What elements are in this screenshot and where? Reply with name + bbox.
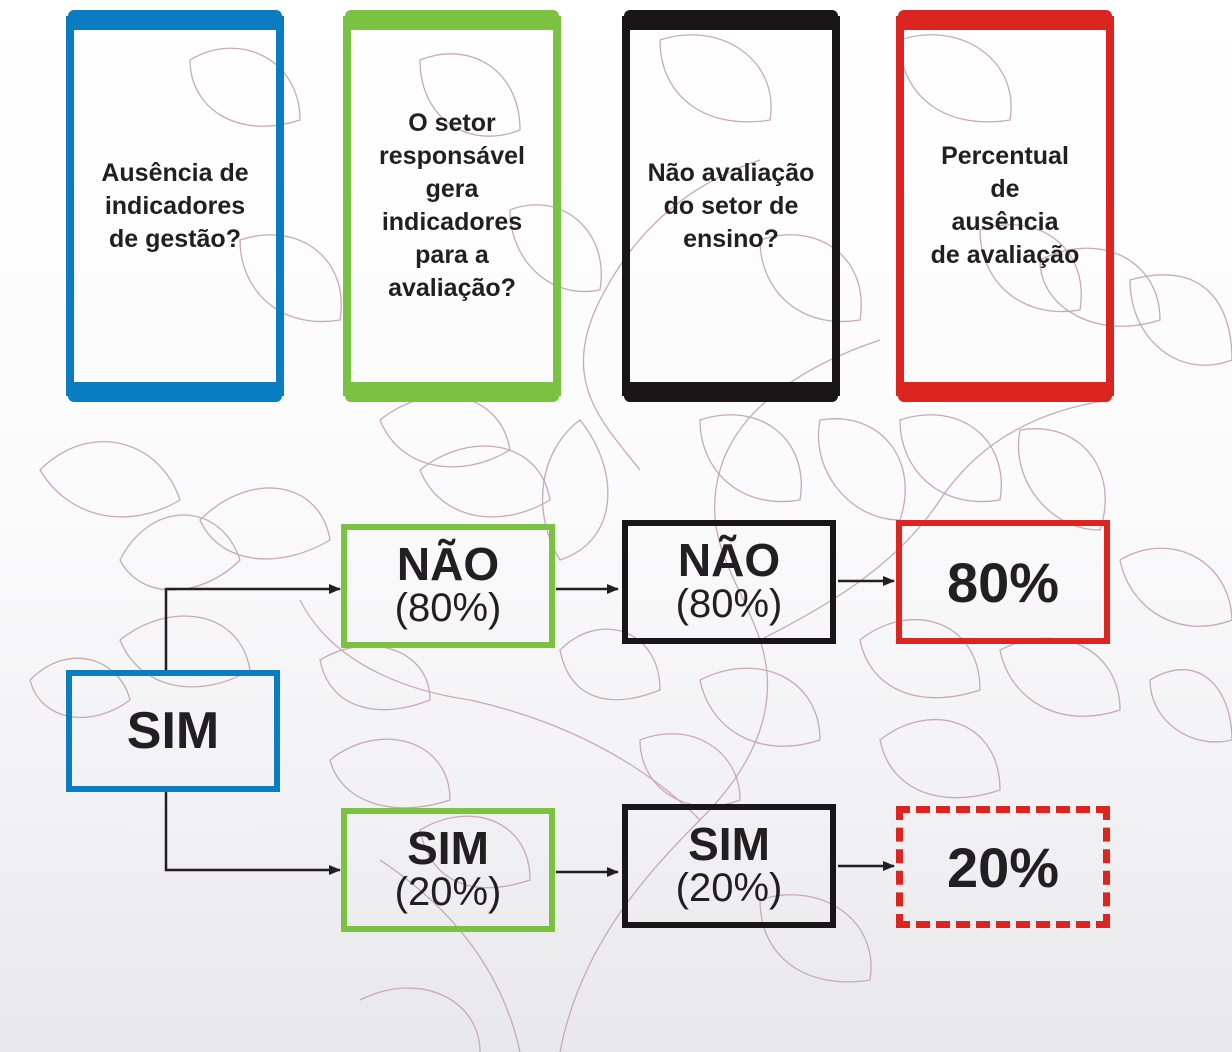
header-ausencia-indicadores: Ausência de indicadores de gestão? <box>66 10 284 402</box>
header-ausencia-indicadores-text: Ausência de indicadores de gestão? <box>101 158 249 253</box>
header-nao-avaliacao-ensino-text: Não avaliação do setor de ensino? <box>647 158 815 253</box>
header-percentual-ausencia: Percentual de ausência de avaliação <box>896 10 1114 402</box>
node-setor-sim: SIM (20%) <box>341 808 555 932</box>
node-ensino-nao-pct: (80%) <box>675 582 783 626</box>
node-ensino-sim-label: SIM <box>688 818 770 870</box>
result-20-percent-text: 20% <box>946 835 1060 899</box>
root-node-label: SIM <box>126 702 220 760</box>
root-node-sim: SIM <box>66 670 280 792</box>
node-setor-sim-pct: (20%) <box>394 870 502 914</box>
node-setor-nao-pct: (80%) <box>394 586 502 630</box>
result-20-percent: 20% <box>896 806 1110 928</box>
connector-root-to-top <box>164 584 341 670</box>
node-ensino-sim: SIM (20%) <box>622 804 836 928</box>
node-ensino-nao-label: NÃO <box>677 534 781 586</box>
header-nao-avaliacao-ensino: Não avaliação do setor de ensino? <box>622 10 840 402</box>
node-setor-sim-label: SIM <box>407 822 489 874</box>
result-80-percent-text: 80% <box>946 550 1060 614</box>
connector-root-to-bottom <box>164 790 341 875</box>
header-setor-gera-indicadores: O setor responsável gera indicadores par… <box>343 10 561 402</box>
node-ensino-sim-pct: (20%) <box>675 866 783 910</box>
header-percentual-ausencia-text: Percentual de ausência de avaliação <box>930 142 1080 269</box>
node-setor-nao: NÃO (80%) <box>341 524 555 648</box>
node-setor-nao-label: NÃO <box>396 538 500 590</box>
result-80-percent: 80% <box>896 520 1110 644</box>
header-setor-gera-indicadores-text: O setor responsável gera indicadores par… <box>379 109 525 302</box>
node-ensino-nao: NÃO (80%) <box>622 520 836 644</box>
